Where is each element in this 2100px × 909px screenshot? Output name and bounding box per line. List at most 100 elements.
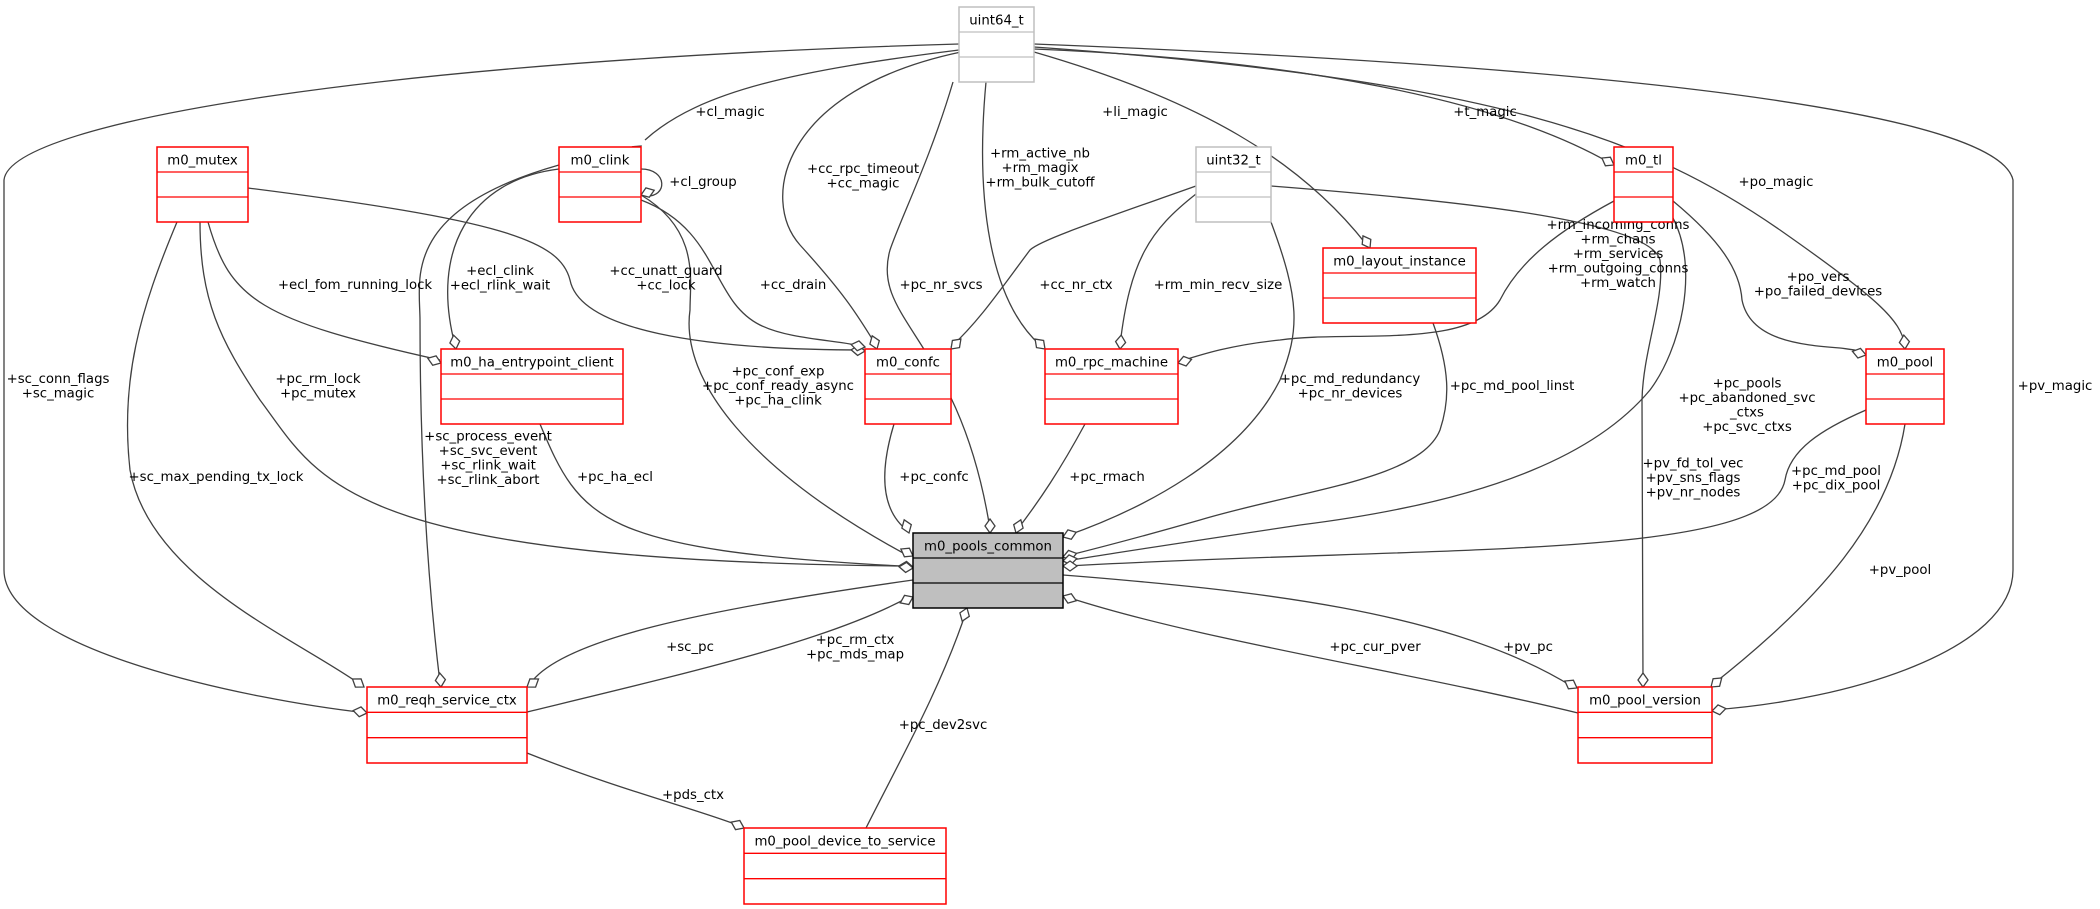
edge-line [207,221,441,361]
class-box-frame [440,348,624,425]
edge-label: +pc_abandoned_svc [1678,391,1815,406]
edge-label: +ecl_fom_running_lock [278,278,432,293]
edge-label: +pv_nr_nodes [1646,486,1741,501]
aggregation-diamond-icon [1061,592,1078,604]
class-box-m0-pool[interactable]: m0_pool [1865,348,1945,425]
class-box-frame [958,6,1035,83]
aggregation-diamond-icon [526,678,540,688]
association-edge [1061,221,1295,541]
class-name: m0_reqh_service_ctx [377,694,517,709]
edge-line [529,579,914,685]
edge-label: +rm_bulk_cutoff [985,176,1095,191]
association-edge [1061,592,1579,714]
aggregation-diamond-icon [730,819,746,831]
edge-label: +rm_watch [1580,276,1656,291]
class-box-uint32-t[interactable]: uint32_t [1195,146,1272,223]
edge-label: +sc_pc [666,640,714,655]
edge-label: +cc_magic [827,176,900,191]
aggregation-diamond-icon [1114,333,1127,351]
aggregation-diamond-icon [901,518,913,535]
edge-label: +pv_pool [1869,563,1932,578]
aggregation-diamond-icon [434,671,447,689]
class-box-m0-reqh-service-ctx[interactable]: m0_reqh_service_ctx [366,686,528,764]
class-name: m0_pool [1877,356,1933,371]
association-edge [126,221,365,688]
class-name: m0_tl [1625,154,1662,169]
edge-line [884,423,909,532]
association-edge [1062,574,1578,690]
aggregation-diamond-icon [899,547,914,558]
edge-label: +pc_md_redundancy [1280,372,1421,387]
class-name: m0_pool_device_to_service [754,835,935,850]
association-edge [539,423,915,574]
association-edge [1033,51,1372,249]
edge-label: +po_vers [1787,270,1850,285]
class-box-m0-layout-instance[interactable]: m0_layout_instance [1322,247,1477,324]
aggregation-diamond-icon [869,334,881,351]
aggregation-diamond-icon [1061,529,1078,541]
aggregation-diamond-icon [1563,679,1578,690]
aggregation-diamond-icon [1061,560,1079,572]
edge-line [1033,51,1367,245]
association-edge [865,606,971,829]
association-edge [447,168,560,351]
edge-label: +pc_nr_devices [1298,386,1403,401]
edge-label: +pc_dev2svc [899,718,988,733]
association-edge [1061,409,1867,572]
association-edge [1672,200,1868,359]
edge-label: +sc_conn_flags [7,372,110,387]
association-edge [526,752,746,831]
class-name: m0_mutex [167,154,238,169]
edge-label: +cc_drain [760,278,827,293]
edge-label: +pv_fd_tol_vec [1643,457,1744,472]
aggregation-diamond-icon [426,355,443,367]
edge-label: +pc_rm_lock [275,372,361,387]
edge-label: +ecl_rlink_wait [450,278,551,293]
edge-line [199,221,901,567]
class-box-frame [558,146,642,223]
class-box-m0-pool-version[interactable]: m0_pool_version [1577,686,1713,764]
class-box-m0-pool-device-to-service[interactable]: m0_pool_device_to_service [743,827,947,905]
class-box-m0-pools-common[interactable]: m0_pools_common [912,532,1064,609]
class-box-uint64-t[interactable]: uint64_t [958,6,1035,83]
class-box-m0-confc[interactable]: m0_confc [864,348,952,425]
association-edge [884,423,913,535]
class-box-m0-ha-entrypoint-client[interactable]: m0_ha_entrypoint_client [440,348,624,425]
class-box-m0-tl[interactable]: m0_tl [1613,146,1674,223]
edge-line [526,596,910,713]
edge-line [526,752,741,827]
edge-line [1672,200,1867,356]
edge-label: +po_failed_devices [1754,284,1883,299]
class-boxes-layer: uint64_t m0_mutex m0_clink uint32_t m0_tl m0_… [156,6,1945,905]
aggregation-diamond-icon [1361,234,1372,249]
aggregation-diamond-icon [1012,518,1024,535]
edge-label: +pc_cur_pver [1329,640,1421,655]
edge-label: +pc_rm_ctx [816,633,895,648]
edge-line [1177,200,1615,363]
edge-label: +pc_pools [1713,376,1782,391]
edge-label: +rm_services [1573,247,1664,262]
association-edge [640,194,914,558]
edge-label: +pv_sns_flags [1646,471,1741,486]
edge-label: +cc_nr_ctx [1039,278,1112,293]
edge-line [247,187,866,351]
association-edge [207,221,443,367]
edge-line [3,43,960,714]
class-name: m0_confc [876,356,940,371]
edge-line [1065,217,1687,562]
class-name: m0_rpc_machine [1055,356,1168,371]
edge-line [1270,185,1662,684]
edge-label: +pc_rmach [1069,470,1145,485]
edge-label: +pc_conf_exp [731,365,824,380]
edge-label: +cc_rpc_timeout [807,162,919,177]
edge-line [982,81,1041,346]
edge-line [886,81,991,530]
edge-label: +pc_mds_map [806,647,904,662]
edge-label: +pc_ha_ecl [577,470,653,485]
class-box-m0-mutex[interactable]: m0_mutex [156,146,249,223]
class-box-m0-clink[interactable]: m0_clink [558,146,642,223]
association-edge [1176,200,1615,367]
edge-line [1065,322,1448,557]
aggregation-diamond-icon [352,706,369,718]
class-box-m0-rpc-machine[interactable]: m0_rpc_machine [1044,348,1179,425]
